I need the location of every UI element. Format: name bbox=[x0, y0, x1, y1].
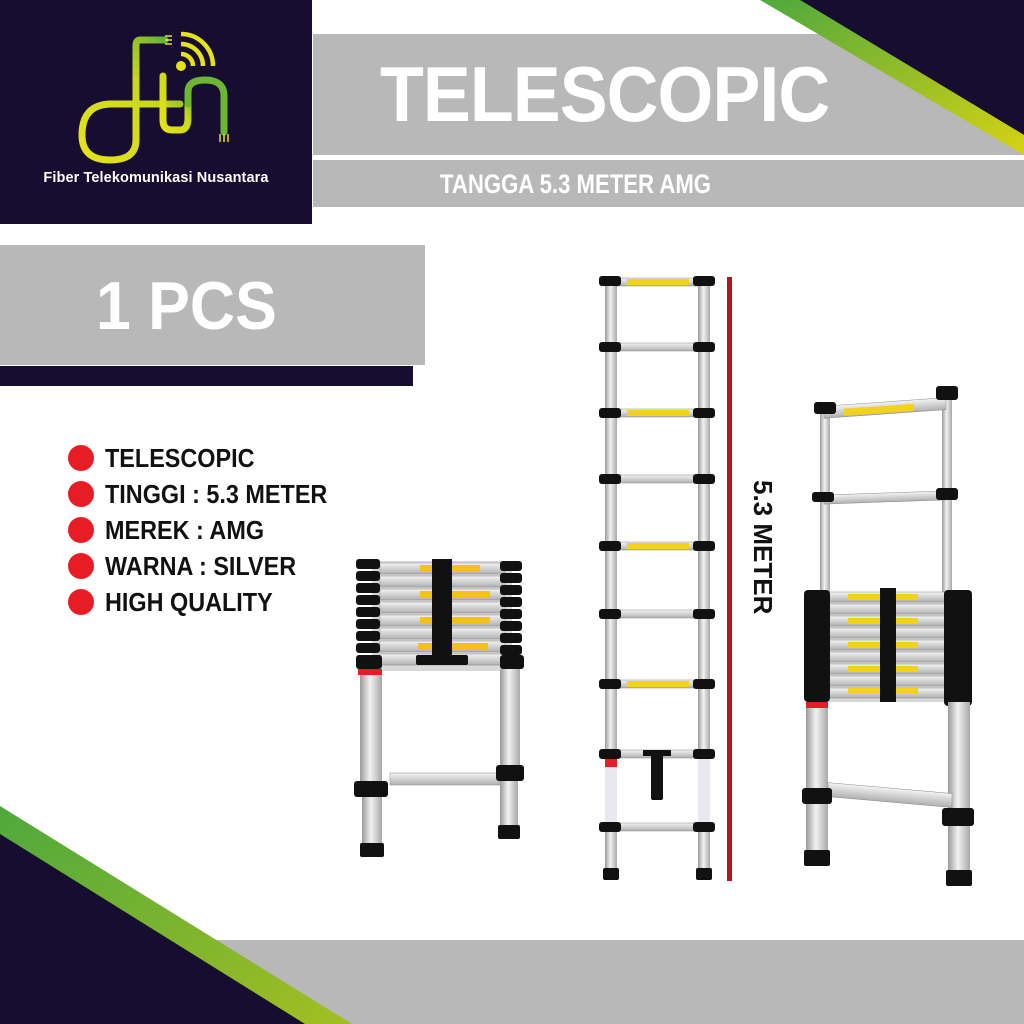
red-bullet-icon bbox=[68, 445, 94, 471]
feature-item: WARNA : SILVER bbox=[68, 548, 352, 584]
feature-item: MEREK : AMG bbox=[68, 512, 352, 548]
quantity-label: 1 PCS bbox=[96, 268, 277, 344]
subtitle-banner bbox=[313, 160, 1024, 207]
red-bullet-icon bbox=[68, 517, 94, 543]
company-logo-panel bbox=[0, 0, 312, 224]
feature-list: TELESCOPIC TINGGI : 5.3 METER MEREK : AM… bbox=[68, 440, 352, 620]
top-right-corner-decoration bbox=[760, 0, 1024, 155]
partially-extended-ladder-image bbox=[802, 386, 974, 886]
feature-item: TINGGI : 5.3 METER bbox=[68, 476, 352, 512]
extended-ladder-image bbox=[599, 276, 715, 880]
collapsed-ladder-image bbox=[354, 559, 524, 857]
feature-item: TELESCOPIC bbox=[68, 440, 352, 476]
ftn-logo-icon bbox=[78, 31, 229, 164]
feature-item: HIGH QUALITY bbox=[68, 584, 352, 620]
quantity-banner bbox=[0, 245, 425, 365]
height-measurement-label: 5.3 METER bbox=[748, 480, 778, 615]
page-title: TELESCOPIC bbox=[380, 50, 830, 138]
red-bullet-icon bbox=[68, 481, 94, 507]
quantity-banner-shadow bbox=[0, 366, 413, 386]
height-measurement-line bbox=[727, 277, 732, 881]
company-name: Fiber Telekomunikasi Nusantara bbox=[43, 170, 269, 186]
bottom-left-corner-decoration bbox=[0, 806, 352, 1024]
red-bullet-icon bbox=[68, 553, 94, 579]
page-subtitle: TANGGA 5.3 METER AMG bbox=[440, 169, 712, 199]
red-bullet-icon bbox=[68, 589, 94, 615]
